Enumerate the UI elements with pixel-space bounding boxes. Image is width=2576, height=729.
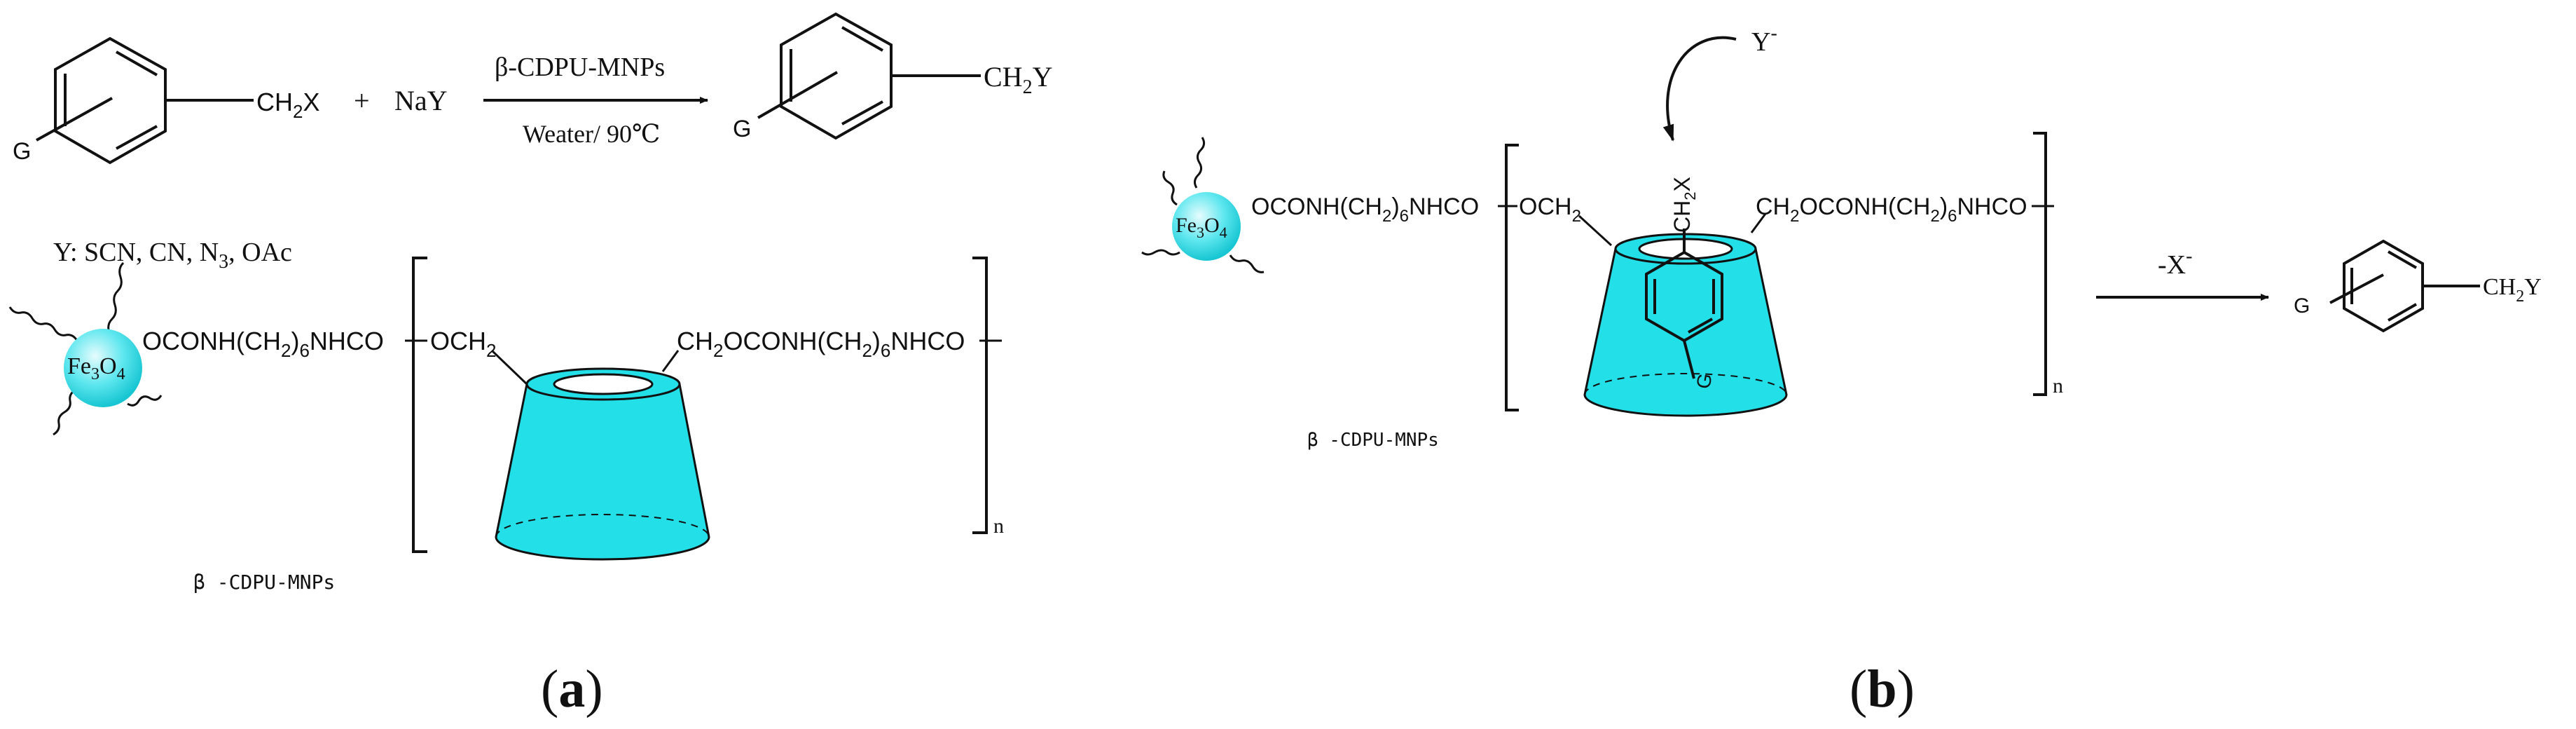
- leaving-group-label: -X-: [2158, 245, 2192, 280]
- fe3o4-label-b: Fe3O4: [1176, 214, 1227, 241]
- fe3o4-nanoparticle-sphere: [64, 329, 142, 407]
- product-substituent-b: CH2Y: [2483, 274, 2542, 306]
- cyclodextrin-cup: [495, 367, 710, 561]
- product-benzene-ring-b: [2329, 239, 2480, 333]
- reagent-nay: NaY: [394, 85, 448, 116]
- reactant-substituent: CH2X: [256, 88, 319, 122]
- reactant-g-label: G: [13, 138, 31, 165]
- cyclodextrin-cup-b: [1583, 233, 1788, 417]
- y-substituent-list: Y: SCN, CN, N3, OAc: [53, 238, 292, 273]
- guest-benzene-ring: [1645, 229, 1723, 379]
- linker-left: OCONH(CH2)6NHCO: [142, 327, 384, 361]
- polymer-caption: β -CDPU-MNPs: [193, 571, 335, 594]
- guest-g-label: G: [1692, 372, 1716, 390]
- polymer-caption-b: β -CDPU-MNPs: [1307, 430, 1439, 451]
- catalyst-label: β-CDPU-MNPs: [495, 53, 665, 82]
- guest-ch2x-label: CH2X: [1669, 177, 1699, 233]
- reactant-benzene-ring: [36, 36, 254, 165]
- nucleophile-label: Y-: [1751, 22, 1777, 57]
- bond-cup-to-ch2-b: [1750, 213, 1767, 233]
- linker-right: CH2OCONH(CH2)6NHCO: [677, 327, 965, 361]
- repeat-bracket-right-b: [2033, 132, 2047, 396]
- fe3o4-label: Fe3O4: [67, 353, 125, 383]
- product-g-label: G: [733, 116, 751, 142]
- panel-label-a: (a): [541, 660, 603, 718]
- repeat-bracket-left: [412, 257, 427, 553]
- bond-och2-to-cup-b: [1578, 214, 1613, 247]
- mnp-wavy-ligands-b: [1141, 137, 1265, 273]
- och2-left-b: OCH2: [1519, 193, 1581, 226]
- bond-och2-to-cup: [490, 349, 528, 386]
- nucleophilic-attack-arrow: [1662, 36, 1737, 142]
- fe3o4-nanoparticle-sphere-b: [1172, 192, 1241, 261]
- panel-label-b: (b): [1850, 660, 1915, 718]
- repeat-n: n: [993, 515, 1004, 538]
- plus-sign: +: [354, 85, 370, 116]
- linker-left-b: OCONH(CH2)6NHCO: [1251, 193, 1479, 226]
- linker-right-b: CH2OCONH(CH2)6NHCO: [1756, 193, 2027, 226]
- repeat-n-b: n: [2053, 374, 2063, 397]
- panel-b: Y- Fe3O4 OCONH(CH2)6NHCO OCH2: [1141, 22, 2542, 718]
- repeat-bracket-right: [972, 257, 988, 534]
- product-substituent: CH2Y: [984, 61, 1052, 98]
- mnp-wavy-ligands: [8, 261, 163, 436]
- product-g-label-b: G: [2294, 294, 2310, 318]
- panel-a: CH2X G + NaY β-CDPU-MNPs Weater/ 90℃ CH2…: [8, 12, 1052, 718]
- conditions-label: Weater/ 90℃: [523, 120, 660, 148]
- product-benzene-ring: [757, 12, 981, 140]
- och2-left: OCH2: [430, 327, 496, 361]
- bond-cup-to-ch2: [661, 350, 680, 372]
- repeat-bracket-left-b: [1505, 144, 1519, 411]
